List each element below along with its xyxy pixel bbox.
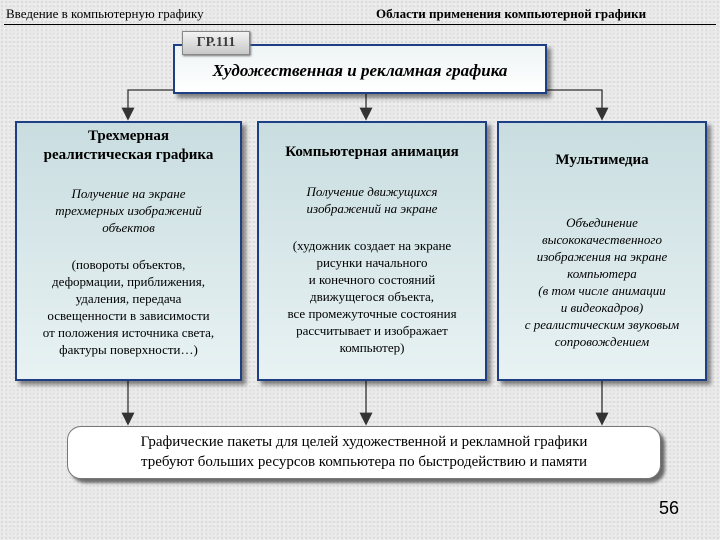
column-description: Получение на экране трехмерных изображен… <box>17 185 240 236</box>
description-line: с реалистическим звуковым <box>524 317 680 332</box>
main-title: Художественная и рекламная графика <box>212 61 508 80</box>
title-line: Компьютерная анимация <box>285 144 459 160</box>
arrow-left <box>121 89 173 121</box>
header-left-title: Введение в компьютерную графику <box>6 6 204 21</box>
column-animation: Компьютерная анимация Получение движущих… <box>257 121 487 381</box>
column-3d-graphics: Трехмерная реалистическая графика Получе… <box>15 121 242 381</box>
header-right-title: Области применения компьютерной графики <box>376 6 647 21</box>
conclusion-line: Графические пакеты для целей художествен… <box>140 434 588 450</box>
details-line: рассчитывает и изображает <box>296 323 448 338</box>
column-title: Мультимедиа <box>499 151 705 170</box>
title-line: Мультимедиа <box>555 152 649 168</box>
arrow-right <box>547 89 609 121</box>
description-line: Получение движущихся <box>306 184 438 199</box>
description-line: Получение на экране <box>71 186 186 201</box>
title-line: Трехмерная <box>87 128 170 144</box>
details-line: деформации, приближения, <box>52 274 205 289</box>
details-line: (повороты объектов, <box>71 257 186 272</box>
conclusion-box: Графические пакеты для целей художествен… <box>67 426 661 479</box>
column-details: (художник создает на экране рисунки нача… <box>259 237 485 356</box>
details-line: движущегося объекта, <box>309 289 435 304</box>
title-line: реалистическая графика <box>43 147 214 163</box>
description-line: изображения на экране <box>536 249 668 264</box>
column-description: Объединение высококачественного изображе… <box>499 214 705 350</box>
column-multimedia: Мультимедиа Объединение высококачественн… <box>497 121 707 381</box>
description-line: и видеокадров) <box>560 300 644 315</box>
details-line: освещенности в зависимости <box>47 308 210 323</box>
slide-code-label: ГР.111 <box>182 31 250 55</box>
details-line: все промежуточные состояния <box>287 306 457 321</box>
description-line: сопровождением <box>554 334 650 349</box>
description-line: трехмерных изображений <box>55 203 202 218</box>
description-line: компьютера <box>567 266 637 281</box>
description-line: объектов <box>102 220 155 235</box>
details-line: от положения источника света, <box>42 325 215 340</box>
column-title: Компьютерная анимация <box>259 143 485 162</box>
header-divider <box>4 24 716 25</box>
details-line: удаления, передача <box>75 291 182 306</box>
details-line: фактуры поверхности…) <box>59 342 198 357</box>
details-line: и конечного состояний <box>308 272 436 287</box>
column-details: (повороты объектов, деформации, приближе… <box>17 256 240 358</box>
column-description: Получение движущихся изображений на экра… <box>259 183 485 217</box>
details-line: (художник создает на экране <box>292 238 452 253</box>
conclusion-line: требуют больших ресурсов компьютера по б… <box>140 454 588 470</box>
details-line: рисунки начального <box>316 255 428 270</box>
description-line: изображений на экране <box>306 201 438 216</box>
page-number: 56 <box>659 498 680 518</box>
description-line: Объединение <box>566 215 638 230</box>
description-line: высококачественного <box>542 232 662 247</box>
column-title: Трехмерная реалистическая графика <box>17 127 240 165</box>
details-line: компьютер) <box>339 340 405 355</box>
description-line: (в том числе анимации <box>538 283 666 298</box>
